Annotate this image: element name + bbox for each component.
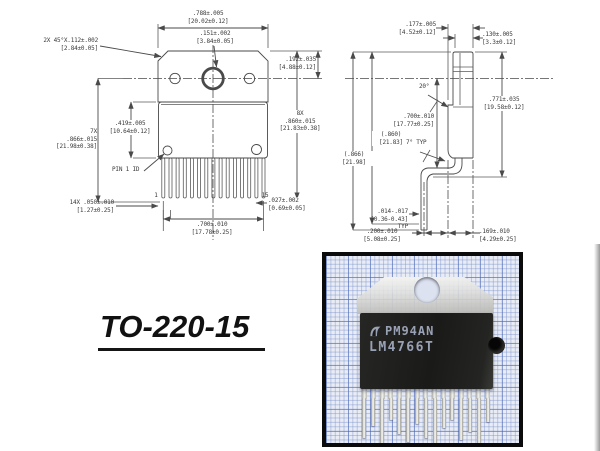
dim-lead-thickness: .027±.002 [0.69±0.05] <box>268 197 322 213</box>
scan-edge-shadow <box>594 244 600 451</box>
dim-mount-hole: .151±.002 [3.84±0.05] <box>180 30 250 46</box>
national-semiconductor-logo-icon <box>370 326 381 336</box>
dim-top-angle: 20° <box>419 83 430 90</box>
dim-tab-top-width: .130±.005 [3.3±0.12] <box>482 31 517 46</box>
chip-photo: PM94AN LM4766T <box>322 252 523 447</box>
dim-tab-depth: .177±.005 [4.52±0.12] <box>398 21 436 36</box>
dim-chamfer: 2X 45°X.112±.002 [2.84±0.05] <box>43 37 98 52</box>
pin-number-last: 15 <box>261 192 269 199</box>
chip-marking-line2: LM4766T <box>369 340 435 355</box>
front-view-centerlines <box>123 44 307 240</box>
chip-lead-stubs <box>362 387 490 399</box>
chip-body: PM94AN LM4766T <box>360 313 505 389</box>
dim-height-left: 7X .866±.015 [21.98±0.38] <box>56 128 97 151</box>
pin1-id-label: PIN 1 ID <box>112 166 140 173</box>
dim-lead-thickness-side: .014-.017 [0.36-0.43] TYP <box>370 208 408 231</box>
side-view-outline <box>421 52 473 230</box>
dim-ref-height-b: (.866) [21.98] <box>335 151 373 167</box>
chip-mold-dimple <box>488 337 505 354</box>
dim-foot-outer: .169±.010 [4.29±0.25] <box>479 228 517 243</box>
chip-marking-line1: PM94AN <box>385 324 435 338</box>
dim-lead-width: 14X .050±.010 [1.27±0.25] <box>69 199 115 214</box>
side-view-centerlines <box>345 79 555 239</box>
dim-foot-inner: .200±.010 [5.08±0.25] <box>363 228 401 243</box>
pin-number-first: 1 <box>154 192 158 199</box>
dim-ref-height-a: (.860) [21.83] <box>372 131 410 147</box>
package-name-caption: TO-220-15 <box>98 309 266 351</box>
front-view-leads <box>162 158 265 198</box>
dim-tab-to-seating: .771±.035 [19.58±0.12] <box>478 96 530 112</box>
dim-lead-length: .700±.010 [17.77±0.25] <box>384 113 434 129</box>
dim-body-height: .419±.005 [10.64±0.12] <box>104 120 156 136</box>
chip-marking-row1: PM94AN <box>369 324 434 338</box>
chip-mounting-hole <box>414 277 440 303</box>
dim-tab-height: .192±.035 [4.88±0.12] <box>278 56 316 71</box>
dim-lead-span: .700±.010 [17.78±0.25] <box>191 221 233 236</box>
side-view-dimension-lines <box>350 24 507 236</box>
chip-leads <box>362 398 490 443</box>
dim-top-width: .788±.005 [20.02±0.12] <box>187 10 229 25</box>
dim-body-angle: 7° TYP <box>406 139 436 147</box>
dim-height-right: 8X .860±.015 [21.83±0.38] <box>276 110 324 133</box>
